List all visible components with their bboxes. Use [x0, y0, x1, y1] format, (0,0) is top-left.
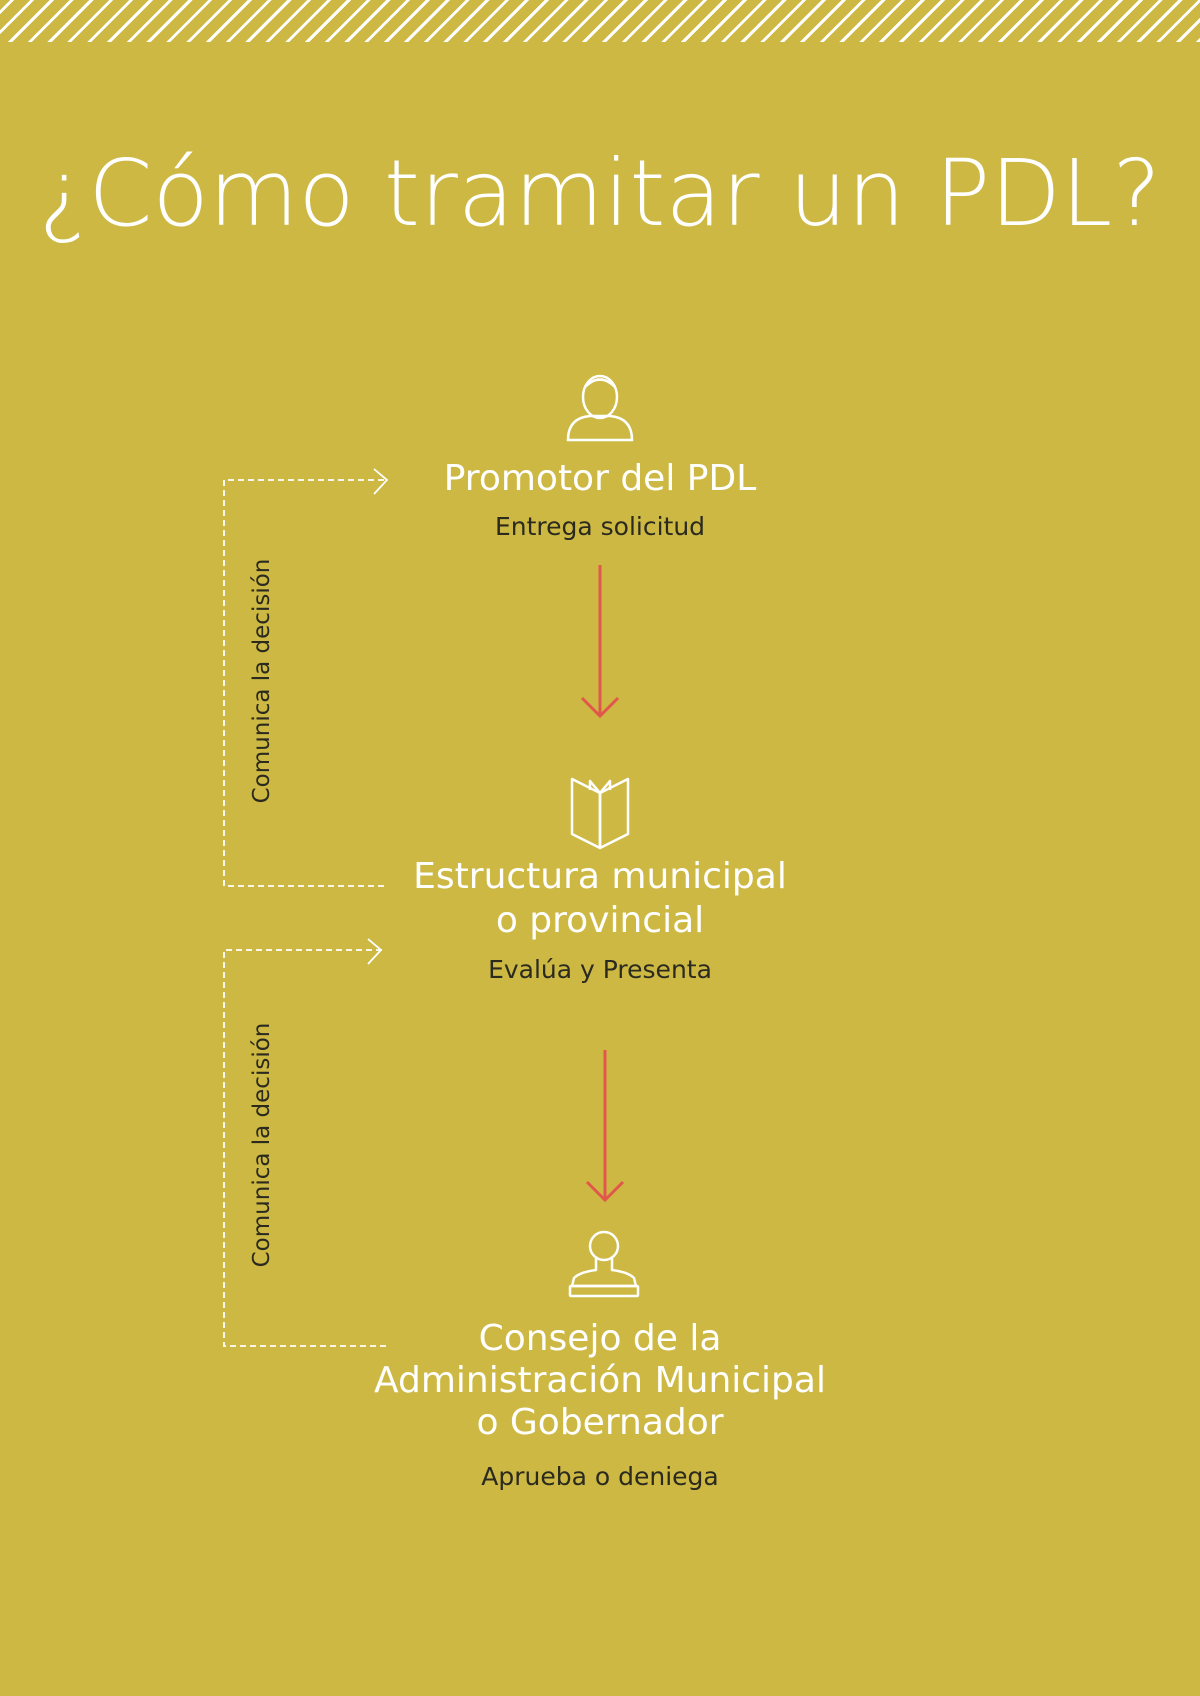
step-2-subtitle: Evalúa y Presenta [488, 955, 712, 984]
step-3-subtitle: Aprueba o deniega [481, 1462, 719, 1491]
feedback-loop-2 [223, 938, 386, 1347]
striped-top-band [0, 0, 1200, 42]
down-arrow-1 [580, 565, 620, 719]
step-2-title-line-2: o provincial [495, 900, 705, 941]
down-arrow-2 [585, 1050, 625, 1203]
step-1-title: Promotor del PDL [443, 458, 757, 499]
open-book-icon [570, 777, 630, 850]
page-title: ¿Cómo tramitar un PDL? [38, 140, 1162, 247]
step-2-title-line-1: Estructura municipal [413, 856, 787, 897]
step-3-title-line-1: Consejo de la [478, 1318, 722, 1359]
step-3-title-line-3: o Gobernador [476, 1402, 724, 1443]
stamp-icon [568, 1230, 640, 1298]
person-icon [566, 374, 634, 442]
step-1-subtitle: Entrega solicitud [494, 512, 706, 541]
feedback-loop-1 [223, 468, 389, 887]
step-3-title-line-2: Administración Municipal [374, 1360, 826, 1401]
feedback-label-1: Comunica la decisión [249, 558, 275, 804]
feedback-label-2: Comunica la decisión [249, 1022, 275, 1268]
